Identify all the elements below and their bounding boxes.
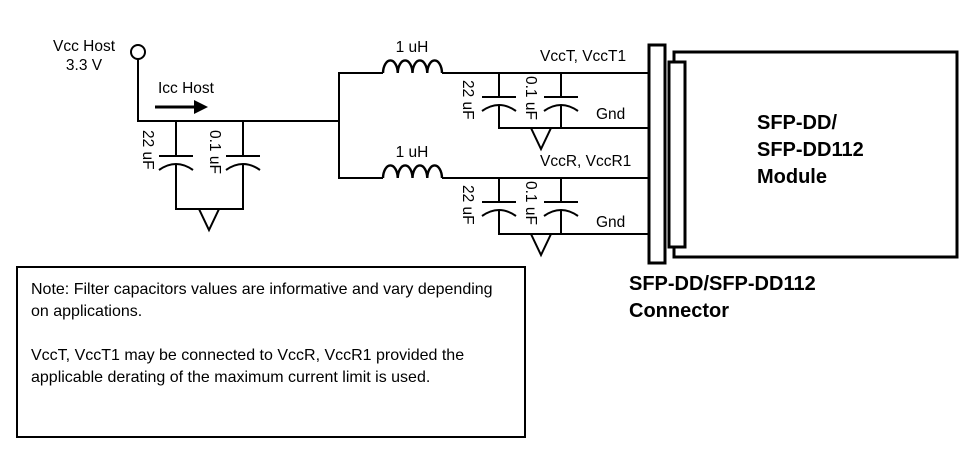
connector-bar-outer — [647, 43, 667, 265]
inductor-top — [339, 59, 649, 74]
gnd-label-top: Gnd — [596, 106, 626, 123]
vcc-host-name: Vcc Host — [52, 38, 115, 55]
branch2-ground-symbol — [529, 233, 553, 258]
vcc-host-voltage: 3.3 V — [65, 57, 103, 74]
branch1-cap2-value: 0.1 uF — [522, 76, 539, 120]
host-cap-22uF — [158, 121, 194, 210]
branch2-cap2-value: 0.1 uF — [522, 181, 539, 225]
current-arrow — [155, 100, 208, 114]
branch2-cap-22uF — [481, 177, 517, 235]
inductor-bottom-value: 1 uH — [395, 144, 429, 161]
connector-bar-inner — [667, 60, 687, 249]
inductor-top-value: 1 uH — [395, 39, 429, 56]
module-label: SFP-DD/ SFP-DD112 Module — [757, 110, 864, 191]
host-cap2-value: 0.1 uF — [206, 130, 223, 174]
module-label-line1: SFP-DD/ — [757, 112, 837, 134]
module-label-line2: SFP-DD112 — [757, 139, 864, 161]
gnd-label-bottom: Gnd — [596, 214, 626, 231]
branch2-cap1-value: 22 uF — [459, 185, 476, 225]
branch2-cap-0p1uF — [543, 177, 579, 235]
note-box: Note: Filter capacitors values are infor… — [16, 266, 526, 438]
net-label-vccr: VccR, VccR1 — [540, 153, 632, 170]
branch1-cap-0p1uF — [543, 72, 579, 129]
module-box — [672, 50, 959, 259]
note-paragraph-1: Note: Filter capacitors values are infor… — [31, 281, 493, 320]
branch1-ground-symbol — [529, 127, 553, 152]
note-paragraph-2: VccT, VccT1 may be connected to VccR, Vc… — [31, 347, 465, 386]
connector-label-line2: Connector — [629, 300, 729, 322]
host-cap-0p1uF — [225, 121, 261, 210]
inductor-bottom — [339, 164, 649, 179]
vcc-host-label: Vcc Host 3.3 V — [34, 37, 134, 75]
connector-label-line1: SFP-DD/SFP-DD112 — [629, 273, 816, 295]
host-cap1-value: 22 uF — [139, 130, 156, 170]
module-label-line3: Module — [757, 166, 827, 188]
net-label-vcct: VccT, VccT1 — [540, 48, 627, 65]
icc-host-label: Icc Host — [158, 80, 214, 97]
branch1-cap1-value: 22 uF — [459, 80, 476, 120]
branch1-cap-22uF — [481, 72, 517, 129]
connector-label: SFP-DD/SFP-DD112 Connector — [629, 271, 816, 325]
host-ground-symbol — [197, 208, 221, 233]
